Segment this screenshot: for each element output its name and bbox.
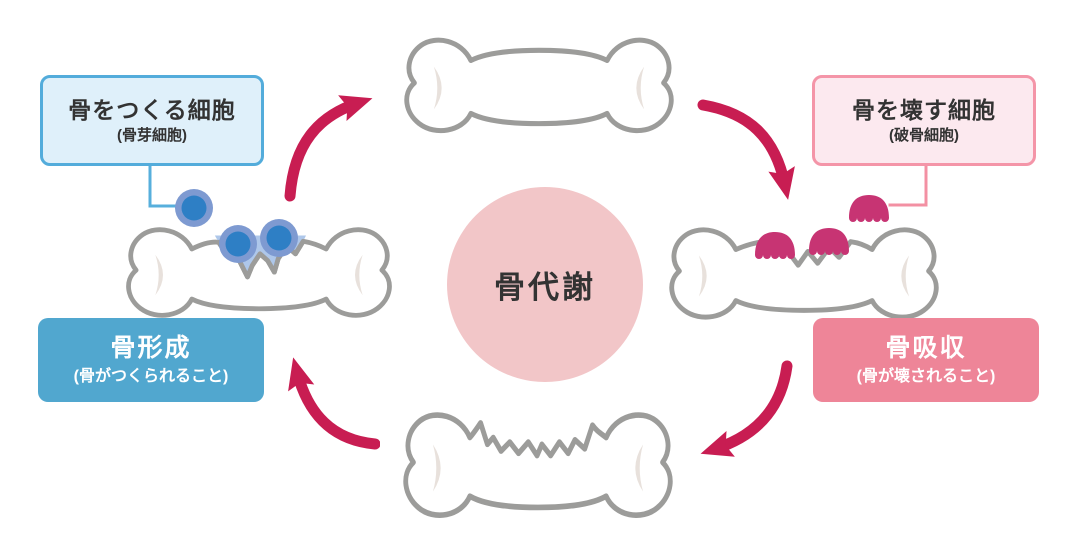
resorption-subtitle: (骨が壊されること) [856, 367, 996, 385]
osteoblast-cells-icon [175, 189, 298, 263]
bone-highlight-left [433, 66, 442, 110]
osteoblast-connector-line [148, 166, 182, 208]
osteoclast-subtitle: (破骨細胞) [889, 126, 959, 144]
osteoclast-title: 骨を壊す細胞 [852, 96, 996, 123]
bone-highlight-left [698, 255, 707, 297]
osteoclast-cell-icon [755, 232, 795, 259]
osteoclast-cell-icon [809, 228, 849, 255]
osteoblast-callout: 骨をつくる細胞 (骨芽細胞) [40, 75, 264, 166]
bone-highlight-right [355, 254, 363, 296]
bone-formation-box: 骨形成 (骨がつくられること) [38, 318, 264, 402]
bone-highlight-right [636, 66, 645, 110]
osteoclast-callout: 骨を壊す細胞 (破骨細胞) [812, 75, 1036, 166]
resorption-title: 骨吸収 [885, 334, 967, 363]
center-label-circle: 骨代謝 [447, 187, 643, 382]
bone-highlight-left [432, 444, 441, 492]
osteoclast-cell-icon [849, 195, 889, 222]
bone-highlight-right [635, 444, 644, 492]
bone-highlight-right [901, 255, 910, 297]
formation-title: 骨形成 [110, 334, 192, 363]
cycle-arrow-down-left-icon [700, 360, 793, 457]
cycle-arrow-up-right-icon [284, 95, 373, 202]
bone-resorption-box: 骨吸収 (骨が壊されること) [813, 318, 1039, 402]
osteoblast-title: 骨をつくる細胞 [68, 96, 236, 123]
healthy-bone-icon [404, 37, 674, 134]
cycle-arrow-down-right-icon [697, 99, 795, 200]
formation-subtitle: (骨がつくられること) [73, 367, 229, 385]
diagram-title: 骨代謝 [494, 270, 596, 305]
osteoblast-subtitle: (骨芽細胞) [117, 126, 187, 144]
bone-highlight-left [155, 254, 163, 296]
resorbing-bone-icon [669, 227, 939, 320]
eroded-bone-icon [403, 412, 673, 518]
osteoclast-connector-line [888, 166, 928, 207]
cycle-arrow-up-left-icon [288, 357, 380, 450]
